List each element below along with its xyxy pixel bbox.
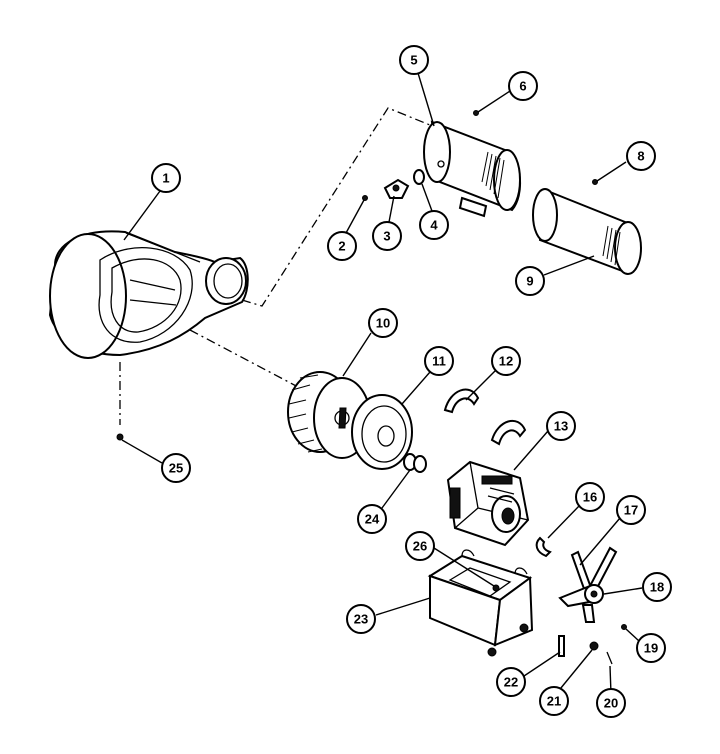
svg-text:18: 18 <box>650 580 664 595</box>
svg-text:24: 24 <box>365 512 380 527</box>
callout-9: 9 <box>515 266 545 296</box>
svg-text:10: 10 <box>376 316 390 331</box>
svg-text:26: 26 <box>413 539 427 554</box>
svg-text:19: 19 <box>644 641 658 656</box>
callout-10: 10 <box>368 308 398 338</box>
svg-text:8: 8 <box>637 149 644 164</box>
callout-16: 16 <box>575 482 605 512</box>
idler-bracket-part <box>581 604 596 623</box>
svg-text:22: 22 <box>504 675 518 690</box>
callout-26: 26 <box>405 531 435 561</box>
duct-extension-part <box>532 188 642 275</box>
callout-19: 19 <box>636 633 666 663</box>
motor-clamp-part <box>490 419 527 446</box>
leader-lines <box>121 72 643 695</box>
screw-26-part <box>492 584 500 592</box>
drive-motor-part <box>446 460 530 547</box>
callout-17: 17 <box>616 495 646 525</box>
callout-4: 4 <box>419 210 449 240</box>
idler-pulley-part <box>584 584 604 604</box>
seal-plate-part <box>351 394 413 470</box>
callout-23: 23 <box>346 604 376 634</box>
svg-text:13: 13 <box>554 419 568 434</box>
assembly-line-housing-duct <box>241 107 431 307</box>
callout-6: 6 <box>508 71 538 101</box>
svg-text:23: 23 <box>354 612 368 627</box>
svg-text:25: 25 <box>169 461 183 476</box>
clip-3-part <box>383 178 410 199</box>
nut-21-part <box>589 641 599 651</box>
svg-text:21: 21 <box>547 694 561 709</box>
callout-24: 24 <box>357 504 387 534</box>
screw-6-part <box>473 110 479 116</box>
callout-1: 1 <box>151 163 181 193</box>
svg-text:3: 3 <box>383 229 390 244</box>
ring-4-part <box>413 169 425 185</box>
callout-13: 13 <box>546 411 576 441</box>
callout-22: 22 <box>496 667 526 697</box>
svg-text:4: 4 <box>430 218 438 233</box>
callout-5: 5 <box>399 45 429 75</box>
svg-text:6: 6 <box>519 79 526 94</box>
motor-mount-bracket-part <box>427 549 534 657</box>
blower-housing-part <box>48 230 249 359</box>
assembly-line-housing-wheel <box>189 329 301 389</box>
callout-20: 20 <box>596 688 626 718</box>
callout-2: 2 <box>327 231 357 261</box>
screw-2-part <box>362 195 368 201</box>
svg-text:12: 12 <box>499 354 513 369</box>
svg-text:5: 5 <box>410 53 417 68</box>
spring-16-part <box>535 536 552 558</box>
svg-text:9: 9 <box>526 274 533 289</box>
motor-clamp-12-part <box>443 388 480 414</box>
callout-12: 12 <box>491 346 521 376</box>
stud-22-part <box>558 635 565 657</box>
screw-19-part <box>621 624 627 630</box>
callout-18: 18 <box>642 572 672 602</box>
callout-25: 25 <box>161 453 191 483</box>
callout-21: 21 <box>539 686 569 716</box>
screw-20-part <box>606 651 613 665</box>
svg-text:11: 11 <box>432 354 446 369</box>
svg-text:1: 1 <box>162 171 169 186</box>
bearing-24-part <box>403 453 427 473</box>
svg-text:16: 16 <box>583 490 597 505</box>
callout-8: 8 <box>626 141 656 171</box>
callout-3: 3 <box>372 221 402 251</box>
svg-text:20: 20 <box>604 696 618 711</box>
callout-11: 11 <box>424 346 454 376</box>
svg-text:2: 2 <box>338 239 345 254</box>
exhaust-duct-part <box>423 120 522 218</box>
screw-8-part <box>592 179 598 185</box>
svg-text:17: 17 <box>624 503 638 518</box>
screw-25-part <box>116 433 124 441</box>
